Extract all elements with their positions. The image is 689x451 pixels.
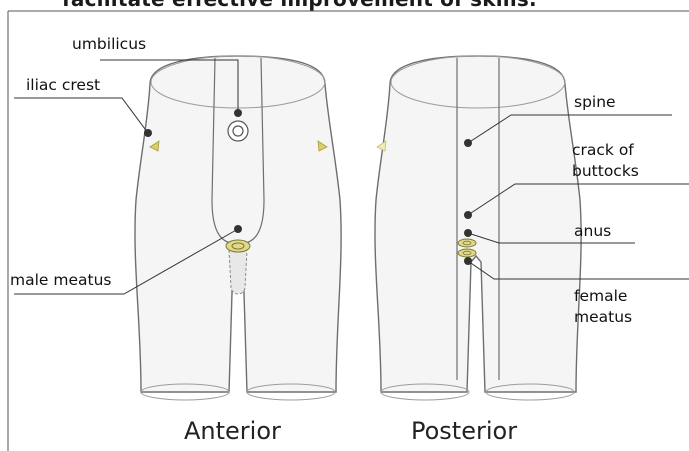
anus-dot — [464, 229, 472, 237]
posterior-body-outline — [375, 56, 581, 392]
male-meatus-marker — [226, 240, 250, 252]
umbilicus-marker — [228, 121, 248, 141]
spine-label: spine — [574, 92, 616, 112]
female-meatus-label: female meatus — [574, 286, 632, 328]
crack-of-buttocks-label: crack of buttocks — [572, 140, 639, 182]
female-meatus-dot — [464, 257, 472, 265]
anterior-insert — [229, 250, 247, 294]
female-meatus-marker — [458, 249, 476, 257]
iliac-crest-label: iliac crest — [26, 75, 100, 95]
anus-label: anus — [574, 221, 611, 241]
iliac-crest-dot — [144, 129, 152, 137]
crack-of-buttocks-dot — [464, 211, 472, 219]
spine-dot — [464, 139, 472, 147]
anus-marker — [458, 239, 476, 247]
posterior-iliac-marker — [377, 141, 386, 151]
umbilicus-label: umbilicus — [72, 34, 146, 54]
male-meatus-label: male meatus — [10, 270, 111, 290]
male-meatus-dot — [234, 225, 242, 233]
anterior-caption: Anterior — [184, 417, 281, 445]
umbilicus-dot — [234, 109, 242, 117]
posterior-model — [375, 56, 581, 400]
posterior-caption: Posterior — [411, 417, 517, 445]
iliac-crest-leader — [14, 98, 148, 133]
